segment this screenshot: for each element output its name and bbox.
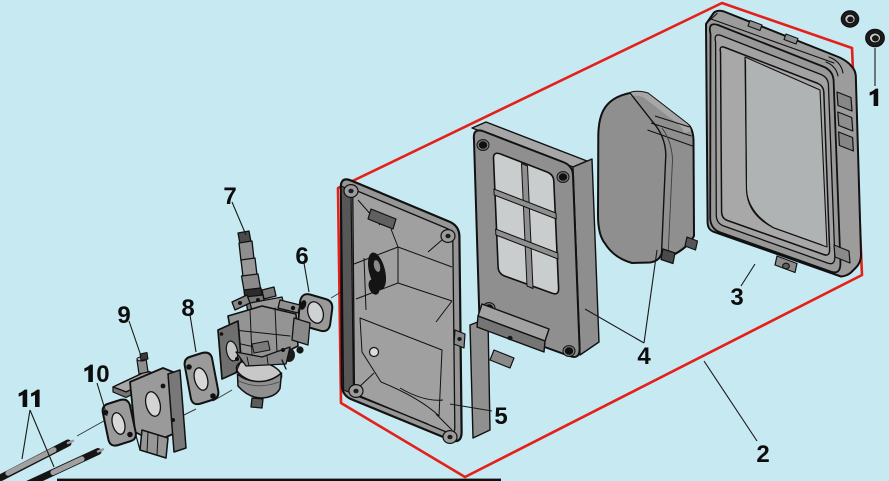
svg-text:7: 7	[223, 183, 236, 210]
svg-text:4: 4	[637, 343, 651, 370]
svg-text:6: 6	[295, 243, 308, 270]
svg-text:9: 9	[117, 302, 130, 329]
svg-text:2: 2	[756, 441, 769, 468]
svg-text:5: 5	[494, 403, 507, 430]
svg-text:3: 3	[730, 284, 743, 311]
svg-text:0: 0	[96, 361, 109, 388]
svg-text:8: 8	[181, 295, 194, 322]
